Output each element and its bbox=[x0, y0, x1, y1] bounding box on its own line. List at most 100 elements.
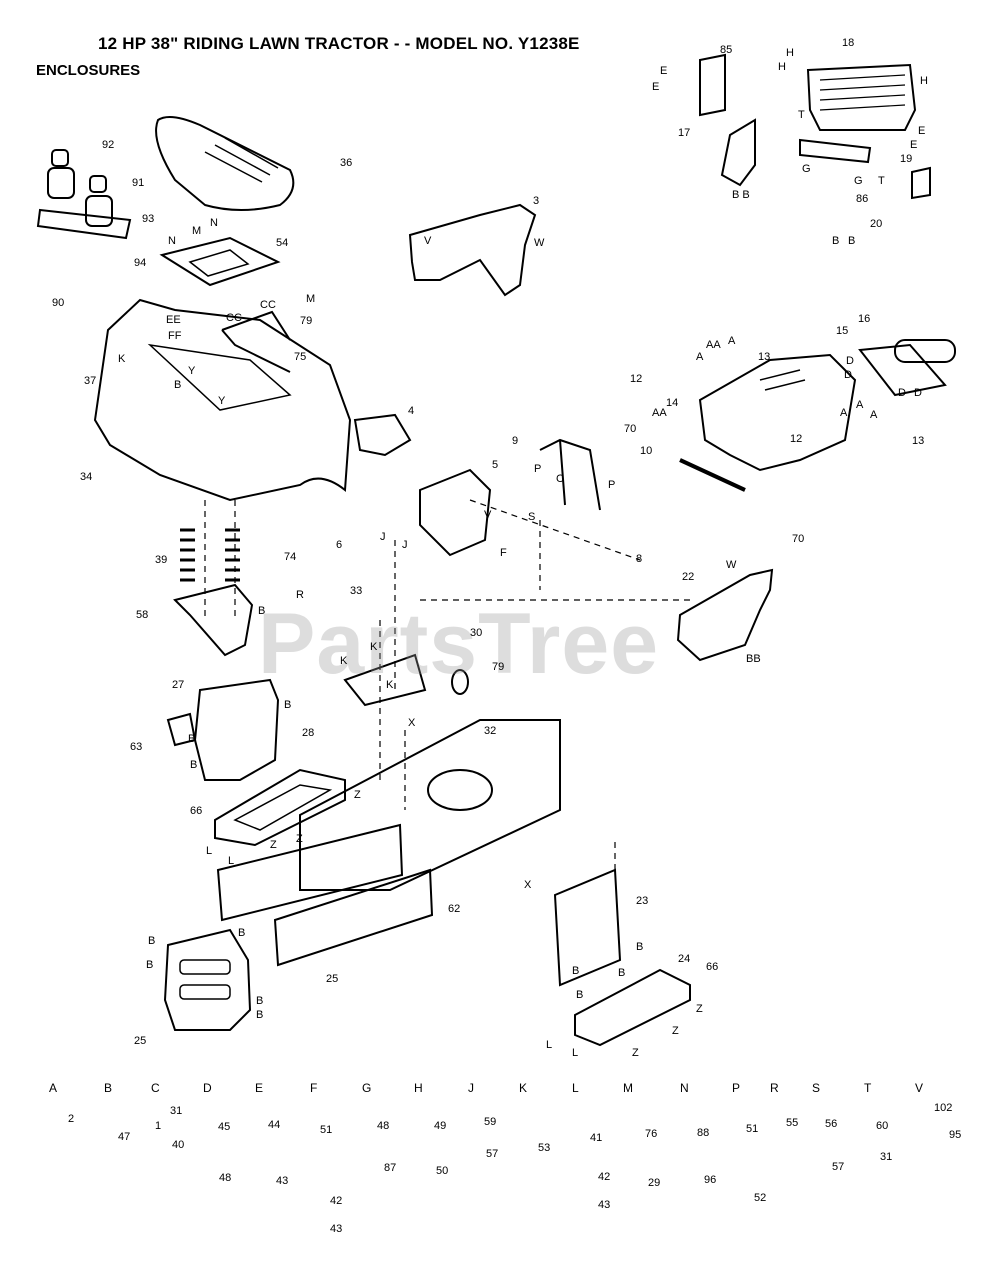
bumper-part bbox=[806, 63, 917, 131]
callout-number: 79 bbox=[300, 315, 313, 327]
letter-mark: H bbox=[786, 47, 794, 59]
letter-mark: V bbox=[424, 235, 432, 247]
letter-mark: F bbox=[500, 547, 507, 559]
letter-mark: K bbox=[340, 655, 348, 667]
letter-mark: B bbox=[256, 1009, 264, 1021]
letter-mark: CC bbox=[260, 299, 276, 311]
fender-part bbox=[93, 298, 352, 502]
letter-mark: B bbox=[258, 605, 266, 617]
callout-number: 62 bbox=[448, 903, 461, 915]
spring-39b bbox=[225, 528, 240, 582]
letter-mark: Z bbox=[354, 789, 361, 801]
legend-part: 96 bbox=[704, 1174, 717, 1186]
letter-mark: N bbox=[168, 235, 176, 247]
legend-part: 55 bbox=[786, 1117, 799, 1129]
seat-bracket bbox=[221, 310, 291, 373]
legend-key-k: K bbox=[519, 1081, 528, 1095]
legend-part: 87 bbox=[384, 1162, 397, 1174]
legend-part: 60 bbox=[876, 1120, 889, 1132]
callout-number: 74 bbox=[284, 551, 297, 563]
callout-number: 10 bbox=[640, 445, 653, 457]
legend-part: 1 bbox=[155, 1120, 162, 1132]
letter-mark: B bbox=[848, 235, 856, 247]
callout-number: 17 bbox=[678, 127, 691, 139]
legend-part: 43 bbox=[330, 1223, 343, 1235]
callout-number: 90 bbox=[52, 297, 65, 309]
letter-mark: H bbox=[778, 61, 786, 73]
bracket-85 bbox=[699, 53, 726, 117]
legend-part: 43 bbox=[598, 1199, 611, 1211]
callout-number: 33 bbox=[350, 585, 363, 597]
legend-key-b: B bbox=[104, 1081, 113, 1095]
callout-number: 5 bbox=[492, 459, 499, 471]
callout-number: 14 bbox=[666, 397, 679, 409]
legend-part: 56 bbox=[825, 1118, 838, 1130]
legend-part: 52 bbox=[754, 1192, 767, 1204]
section-title: ENCLOSURES bbox=[36, 62, 141, 79]
letter-mark: EE bbox=[166, 314, 181, 326]
frame-side-left bbox=[216, 823, 404, 922]
legend-part: 2 bbox=[68, 1113, 75, 1125]
callout-number: 18 bbox=[842, 37, 855, 49]
legend-part: 41 bbox=[590, 1132, 603, 1144]
callout-number: 70 bbox=[792, 533, 805, 545]
letter-mark: B bbox=[636, 941, 644, 953]
letter-mark: S bbox=[528, 511, 536, 523]
letter-mark: Z bbox=[270, 839, 277, 851]
legend-part: 31 bbox=[170, 1105, 183, 1117]
legend-part: 76 bbox=[645, 1128, 658, 1140]
letter-mark: K bbox=[386, 679, 394, 691]
spring-part bbox=[47, 167, 75, 199]
letter-mark: X bbox=[524, 879, 532, 891]
callout-number: 75 bbox=[294, 351, 307, 363]
callout-number: 23 bbox=[636, 895, 649, 907]
legend-key-e: E bbox=[255, 1081, 264, 1095]
letter-mark: X bbox=[408, 717, 416, 729]
callout-number: 27 bbox=[172, 679, 185, 691]
spring-cap bbox=[89, 175, 107, 193]
letter-mark: K bbox=[118, 353, 126, 365]
spring-part bbox=[85, 195, 113, 227]
letter-mark: A bbox=[840, 407, 848, 419]
letter-mark: R bbox=[296, 589, 304, 601]
seat-plate bbox=[36, 208, 132, 240]
legend-key-a: A bbox=[49, 1081, 58, 1095]
callout-number: 12 bbox=[630, 373, 643, 385]
callout-number: 12 bbox=[790, 433, 803, 445]
bracket-17 bbox=[720, 118, 756, 187]
callout-number: 24 bbox=[678, 953, 691, 965]
legend-part: 48 bbox=[219, 1172, 232, 1184]
legend-part: 51 bbox=[746, 1123, 759, 1135]
grille-part bbox=[676, 568, 774, 662]
rear-slot bbox=[179, 959, 231, 975]
callout-number: 13 bbox=[758, 351, 771, 363]
mount-bracket bbox=[343, 653, 427, 707]
legend-key-t: T bbox=[864, 1081, 872, 1095]
legend-part: 42 bbox=[330, 1195, 343, 1207]
letter-mark: E bbox=[660, 65, 668, 77]
letter-mark: B bbox=[174, 379, 182, 391]
letter-mark: H bbox=[920, 75, 928, 87]
letter-mark: Z bbox=[296, 833, 303, 845]
letter-mark: G bbox=[802, 163, 811, 175]
letter-mark: W bbox=[534, 237, 545, 249]
callout-number: 34 bbox=[80, 471, 93, 483]
legend-part: 44 bbox=[268, 1119, 281, 1131]
letter-mark: B bbox=[146, 959, 154, 971]
letter-mark: B bbox=[148, 935, 156, 947]
letter-mark: W bbox=[726, 559, 737, 571]
legend-part: 59 bbox=[484, 1116, 497, 1128]
footrest-left bbox=[214, 768, 346, 847]
callout-number: 85 bbox=[720, 44, 733, 56]
callout-number: 66 bbox=[706, 961, 719, 973]
fender-cover-part bbox=[408, 203, 537, 297]
letter-mark: P bbox=[534, 463, 542, 475]
hood-vents bbox=[759, 369, 806, 391]
legend-part: 48 bbox=[377, 1120, 390, 1132]
legend-part: 57 bbox=[832, 1161, 845, 1173]
callout-number: 91 bbox=[132, 177, 145, 189]
seat-pan-slot bbox=[188, 249, 250, 277]
legend-part: 31 bbox=[880, 1151, 893, 1163]
letter-mark: Y bbox=[218, 395, 226, 407]
